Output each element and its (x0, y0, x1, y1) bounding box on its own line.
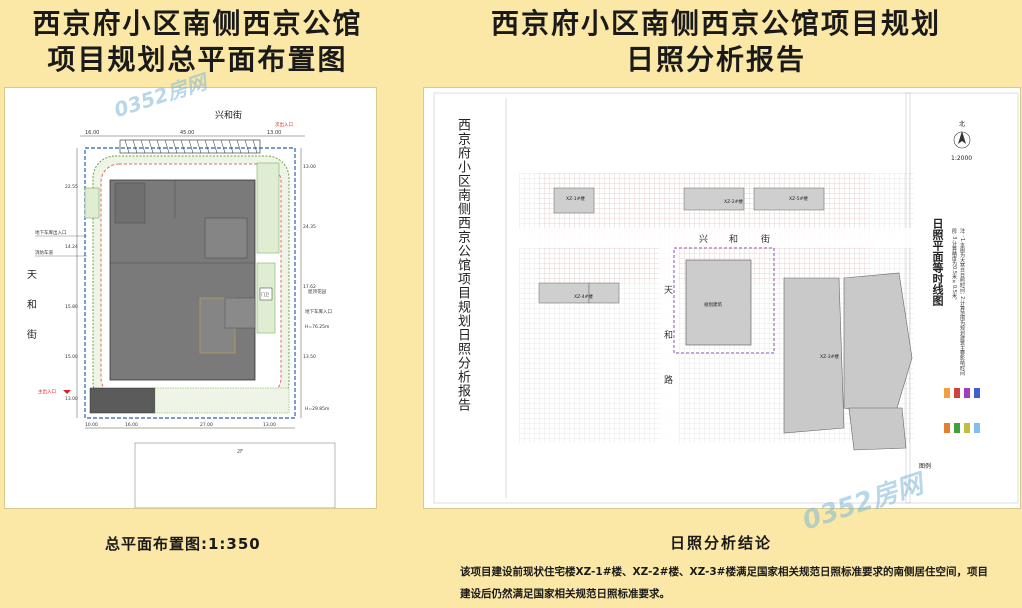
dim-right-1: 24.35 (303, 224, 316, 230)
street-west-char-0: 天 (27, 270, 37, 281)
sunlight-caption: 日照分析结论 (670, 534, 773, 552)
building-xz1-label: XZ-1#楼 (566, 195, 585, 202)
distance-east-label: H=76.25m (305, 324, 329, 330)
report-map-title: 日照平面等时线图 (931, 218, 944, 306)
report-street-west-2: 路 (664, 374, 673, 386)
building-xz4-label: XZ-4#楼 (574, 293, 593, 300)
south-building-label: 2F (237, 449, 243, 455)
dim-left-3: 15.00 (65, 354, 78, 360)
room-label: 门卫 (261, 291, 269, 297)
conclusion-line-2: 建设后仍然满足国家相关规范日照标准要求。 (460, 588, 670, 600)
report-note-2: 3.计算精度为0.5米×0.5米。 (951, 236, 957, 303)
underground-exit-label: 地下车库出入口 (35, 229, 67, 236)
legend-swatches (944, 388, 980, 433)
secondary-entrance-label: 次出入口 (275, 121, 293, 128)
site-plan-caption: 总平面布置图:1:350 (105, 535, 261, 553)
planned-building-label: 规划建筑 (704, 301, 722, 308)
dim-right-2: 17.62 (303, 284, 316, 290)
dim-left-0: 22.55 (65, 184, 78, 190)
dim-top-2: 13.00 (267, 130, 281, 136)
conclusion-text: 该项目建设前现状住宅楼XZ-1#楼、XZ-2#楼、XZ-3#楼满足国家相关规范日… (460, 561, 1020, 605)
dim-bottom-2: 27.00 (200, 422, 213, 428)
sunlight-report-drawing: 西京府小区南侧西京公馆项目规划日照分析报告 兴 和 街 天 和 路 规划建筑 X… (433, 92, 1019, 504)
building-xz2-label: XZ-2#楼 (724, 198, 743, 205)
site-plan-drawing: 兴和街 16.00 45.00 13.00 次出入口 门卫 (27, 109, 336, 509)
report-scale: 1:2000 (951, 155, 972, 162)
site-plan-panel: 兴和街 16.00 45.00 13.00 次出入口 门卫 (4, 87, 377, 509)
building-xz3-label: XZ-3#楼 (820, 353, 839, 360)
report-street-west-0: 天 (664, 286, 673, 296)
rooftop-label: 屋顶花园 (308, 288, 326, 295)
report-note-1: 2.计算范围为规划建筑主要影响时间段; (951, 228, 965, 376)
report-street-north-0: 兴 (699, 234, 708, 245)
right-title-line1: 西京府小区南侧西京公馆项目规划 (490, 7, 941, 40)
underground-entrance-label: 地下车库入口 (305, 308, 332, 315)
report-street-north-1: 和 (729, 234, 738, 245)
report-vertical-title: 西京府小区南侧西京公馆项目规划日照分析报告 (455, 118, 470, 412)
dim-top-0: 16.00 (85, 130, 99, 136)
report-note-0: 注：1.本图为大寒日日照时间; (959, 228, 965, 295)
report-street-north-2: 街 (761, 233, 770, 245)
conclusion-line-1: 该项目建设前现状住宅楼XZ-1#楼、XZ-2#楼、XZ-3#楼满足国家相关规范日… (460, 566, 988, 578)
sunlight-report-panel: 西京府小区南侧西京公馆项目规划日照分析报告 兴 和 街 天 和 路 规划建筑 X… (423, 87, 1021, 509)
distance-se-label: H=29.85m (305, 406, 329, 412)
north-arrow-label: 北 (959, 120, 965, 128)
dim-left-2: 15.80 (65, 304, 78, 310)
legend-title: 图例 (919, 462, 931, 470)
dim-top-1: 45.00 (180, 130, 194, 136)
fire-route-label: 消防车道 (35, 249, 53, 256)
right-title-line2: 日照分析报告 (625, 43, 806, 76)
dim-right-3: 13.50 (303, 354, 316, 360)
left-title-line2: 项目规划总平面布置图 (47, 43, 348, 76)
street-west-char-2: 街 (27, 328, 37, 341)
report-street-west-1: 和 (664, 330, 673, 341)
right-title: 西京府小区南侧西京公馆项目规划 日照分析报告 (410, 6, 1022, 78)
dim-left-4: 13.00 (65, 396, 78, 402)
street-west-char-1: 和 (27, 299, 37, 311)
main-entrance-label: 主出入口 (38, 388, 56, 395)
left-title: 西京府小区南侧西京公馆 项目规划总平面布置图 (0, 6, 395, 78)
dim-bottom-3: 13.00 (263, 422, 276, 428)
street-north-label: 兴和街 (215, 109, 242, 121)
dim-bottom-1: 16.00 (125, 422, 138, 428)
left-title-line1: 西京府小区南侧西京公馆 (32, 7, 363, 40)
dim-left-1: 14.24 (65, 244, 78, 250)
dim-right-0: 13.00 (303, 164, 316, 170)
building-xz5-label: XZ-5#楼 (789, 195, 808, 202)
dim-bottom-0: 10.00 (85, 422, 98, 428)
